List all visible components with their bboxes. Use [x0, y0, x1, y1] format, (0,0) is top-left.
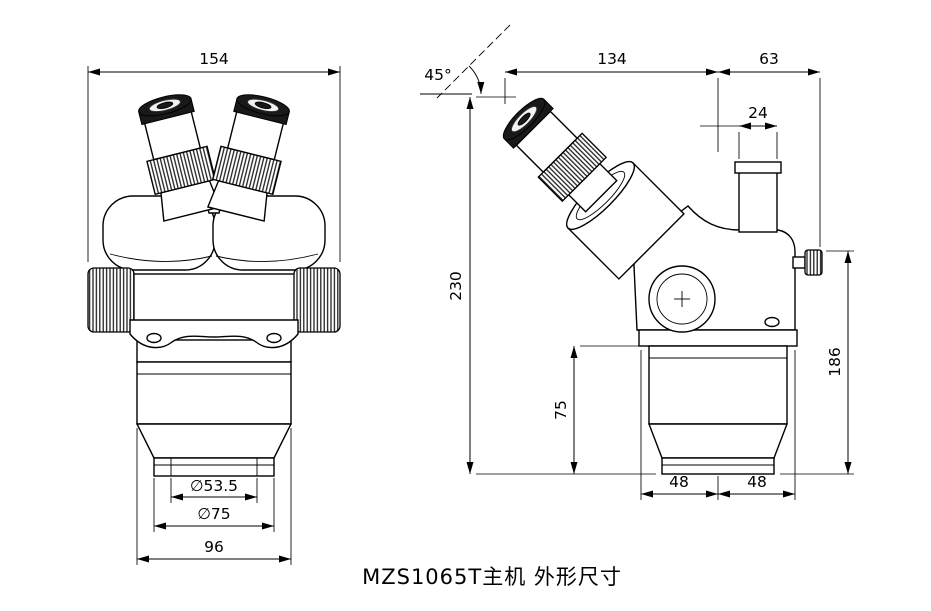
side-phototube [734, 161, 782, 233]
side-right-height-dimension: 186 [780, 250, 854, 475]
front-view: 154 ∅53.5 ∅75 96 [87, 50, 341, 565]
side-camera-port-knob [792, 249, 823, 276]
front-focus-section [87, 267, 341, 333]
front-outer-diameter-label: ∅75 [197, 505, 230, 523]
side-bottom-left-label: 48 [669, 473, 689, 491]
side-top-right-dimension: 63 [718, 50, 821, 247]
side-objective-height-dimension: 75 [552, 345, 645, 474]
front-overall-width-label: 154 [199, 50, 229, 68]
front-base-width-dimension: 96 [136, 428, 292, 565]
front-right-eyepiece [206, 94, 290, 222]
side-top-right-label: 63 [759, 50, 779, 68]
front-overall-width-dimension: 154 [87, 50, 341, 262]
front-inner-diameter-label: ∅53.5 [190, 477, 238, 495]
side-right-height-label: 186 [826, 347, 844, 377]
side-angle-dimension: 45° [420, 24, 511, 99]
side-phototube-width-label: 24 [748, 104, 768, 122]
side-top-left-dimension: 134 [504, 50, 719, 152]
side-view: 45° 134 63 24 230 [420, 24, 854, 500]
side-top-left-label: 134 [597, 50, 627, 68]
side-total-height-dimension: 230 [447, 96, 656, 475]
front-left-focus-knob [87, 267, 135, 333]
side-bottom-dimensions: 48 48 [640, 350, 796, 500]
front-inner-diameter-dimension: ∅53.5 [170, 477, 258, 503]
front-base-width-label: 96 [204, 538, 224, 556]
side-total-height-label: 230 [447, 271, 465, 301]
side-objective-assembly [638, 316, 798, 475]
side-eyepiece-tube [502, 97, 685, 280]
side-focus-knob [648, 265, 716, 333]
side-phototube-width-dimension: 24 [700, 104, 778, 159]
front-left-eyepiece [138, 94, 222, 222]
front-right-focus-knob [293, 267, 341, 333]
drawing-caption: MZS1065T主机 外形尺寸 [362, 565, 622, 589]
front-outer-diameter-dimension: ∅75 [153, 478, 275, 532]
side-bottom-right-label: 48 [747, 473, 767, 491]
front-objective-assembly [129, 319, 299, 477]
side-angle-label: 45° [424, 66, 451, 84]
side-objective-height-label: 75 [552, 400, 570, 420]
